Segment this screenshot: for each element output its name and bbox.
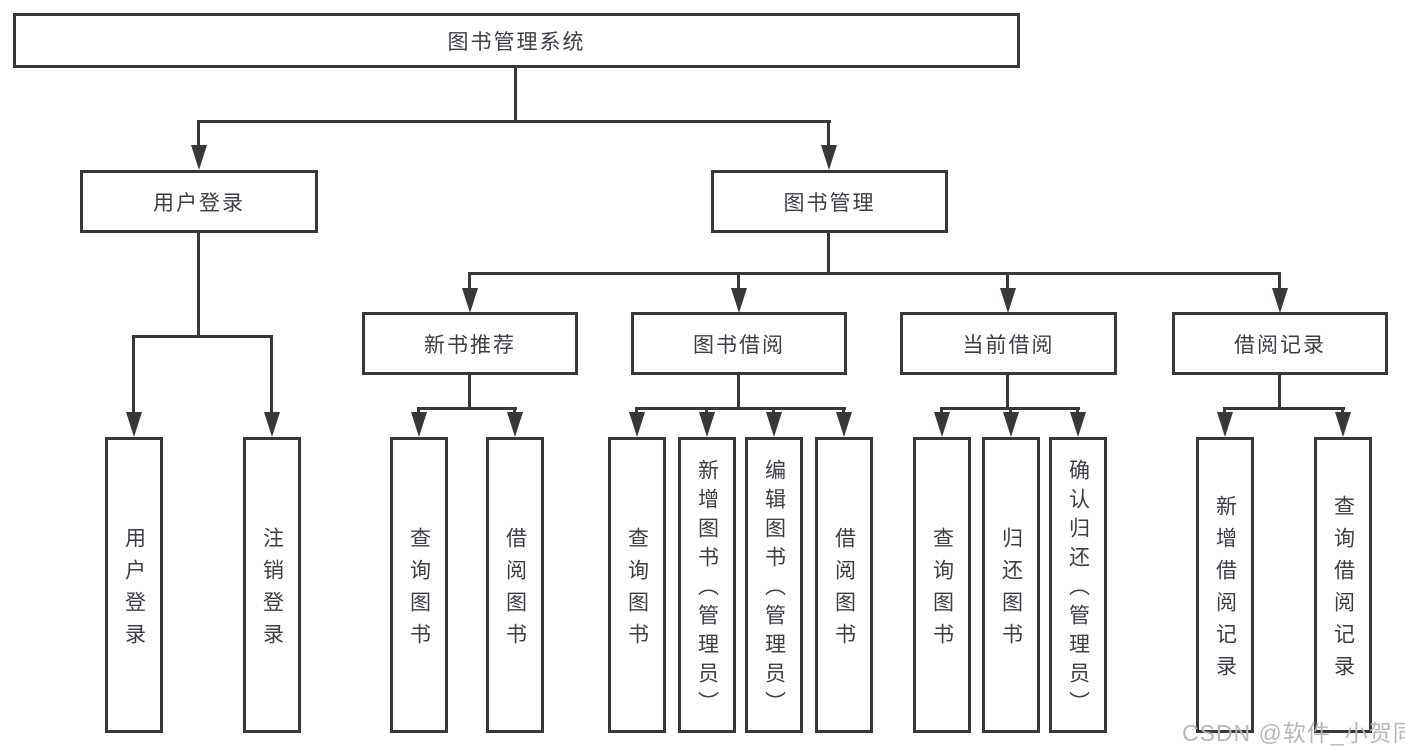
connector-arrowhead — [836, 412, 852, 437]
connector-arrowhead — [191, 145, 207, 170]
connector-line — [827, 120, 830, 146]
leaf-logout: 注销登录 — [243, 437, 301, 733]
leaf-query-books-borrow: 查询图书 — [608, 437, 666, 733]
node-book-borrow: 图书借阅 — [631, 312, 847, 375]
connector-line — [940, 407, 943, 415]
leaf-label: 归还图书 — [999, 526, 1023, 655]
leaf-borrow-books: 借阅图书 — [815, 437, 873, 733]
connector-line — [1278, 375, 1281, 407]
leaf-label: 确认归还（管理员） — [1066, 458, 1090, 720]
connector-arrowhead — [1335, 412, 1351, 437]
connector-arrowhead — [126, 412, 142, 437]
leaf-edit-books-admin: 编辑图书（管理员） — [745, 437, 803, 733]
connector-line — [1009, 407, 1012, 415]
node-root-system: 图书管理系统 — [13, 13, 1020, 68]
node-borrow-records: 借阅记录 — [1172, 312, 1388, 375]
connector-line — [468, 272, 1280, 275]
connector-line — [417, 407, 420, 415]
connector-arrowhead — [264, 412, 280, 437]
node-new-book-recommend: 新书推荐 — [362, 312, 578, 375]
connector-line — [1006, 375, 1009, 407]
connector-line — [270, 335, 273, 413]
leaf-label: 注销登录 — [260, 526, 284, 655]
connector-arrowhead — [1272, 288, 1288, 313]
connector-line — [133, 335, 273, 338]
connector-line — [132, 335, 135, 413]
connector-arrowhead — [1003, 412, 1019, 437]
leaf-query-books-recommend: 查询图书 — [390, 437, 448, 733]
leaf-label: 查询图书 — [407, 526, 431, 655]
connector-line — [1223, 407, 1226, 415]
leaf-add-books-admin: 新增图书（管理员） — [678, 437, 736, 733]
connector-line — [1006, 272, 1009, 290]
leaf-user-login: 用户登录 — [105, 437, 163, 733]
connector-arrowhead — [821, 145, 837, 170]
node-label: 图书借阅 — [693, 333, 785, 357]
connector-arrowhead — [1217, 412, 1233, 437]
node-current-borrow: 当前借阅 — [900, 312, 1117, 375]
connector-arrowhead — [507, 412, 523, 437]
node-book-management: 图书管理 — [711, 170, 948, 233]
connector-line — [827, 233, 830, 272]
connector-line — [1278, 272, 1281, 290]
node-label: 图书管理 — [783, 191, 876, 215]
connector-line — [417, 407, 517, 410]
connector-arrowhead — [1070, 412, 1086, 437]
node-label: 当前借阅 — [962, 333, 1055, 357]
leaf-confirm-return-admin: 确认归还（管理员） — [1049, 437, 1107, 733]
connector-line — [842, 407, 845, 415]
node-label: 图书管理系统 — [447, 30, 586, 54]
connector-line — [1223, 407, 1345, 410]
node-label: 用户登录 — [153, 191, 245, 215]
node-label: 新书推荐 — [424, 333, 516, 357]
leaf-borrow-books-recommend: 借阅图书 — [486, 437, 544, 733]
connector-arrowhead — [731, 288, 747, 313]
csdn-watermark: CSDN @软件_小贺同学 — [1182, 720, 1405, 746]
connector-arrowhead — [699, 412, 715, 437]
connector-line — [635, 407, 846, 410]
connector-line — [197, 120, 831, 123]
connector-line — [772, 407, 775, 415]
connector-line — [1076, 407, 1079, 415]
leaf-label: 新增图书（管理员） — [695, 458, 719, 720]
leaf-label: 查询图书 — [930, 526, 954, 655]
connector-line — [737, 375, 740, 407]
connector-line — [635, 407, 638, 415]
leaf-label: 用户登录 — [122, 526, 146, 655]
connector-line — [513, 407, 516, 415]
leaf-label: 新增借阅记录 — [1213, 494, 1237, 687]
node-user-login: 用户登录 — [80, 170, 318, 233]
connector-arrowhead — [411, 412, 427, 437]
leaf-query-books-current: 查询图书 — [913, 437, 971, 733]
connector-arrowhead — [462, 288, 478, 313]
connector-line — [468, 272, 471, 290]
leaf-label: 查询图书 — [625, 526, 649, 655]
leaf-add-borrow-record: 新增借阅记录 — [1196, 437, 1254, 733]
connector-line — [705, 407, 708, 415]
leaf-return-books: 归还图书 — [982, 437, 1040, 733]
connector-line — [468, 375, 471, 407]
connector-line — [197, 120, 200, 146]
connector-arrowhead — [934, 412, 950, 437]
leaf-label: 查询借阅记录 — [1331, 494, 1355, 687]
leaf-label: 编辑图书（管理员） — [762, 458, 786, 720]
connector-arrowhead — [1000, 288, 1016, 313]
connector-line — [1341, 407, 1344, 415]
connector-arrowhead — [629, 412, 645, 437]
leaf-label: 借阅图书 — [503, 526, 527, 655]
leaf-label: 借阅图书 — [832, 526, 856, 655]
leaf-query-borrow-record: 查询借阅记录 — [1314, 437, 1372, 733]
node-label: 借阅记录 — [1234, 333, 1326, 357]
connector-arrowhead — [766, 412, 782, 437]
connector-line — [737, 272, 740, 290]
connector-line — [197, 233, 200, 335]
connector-line — [514, 68, 517, 120]
